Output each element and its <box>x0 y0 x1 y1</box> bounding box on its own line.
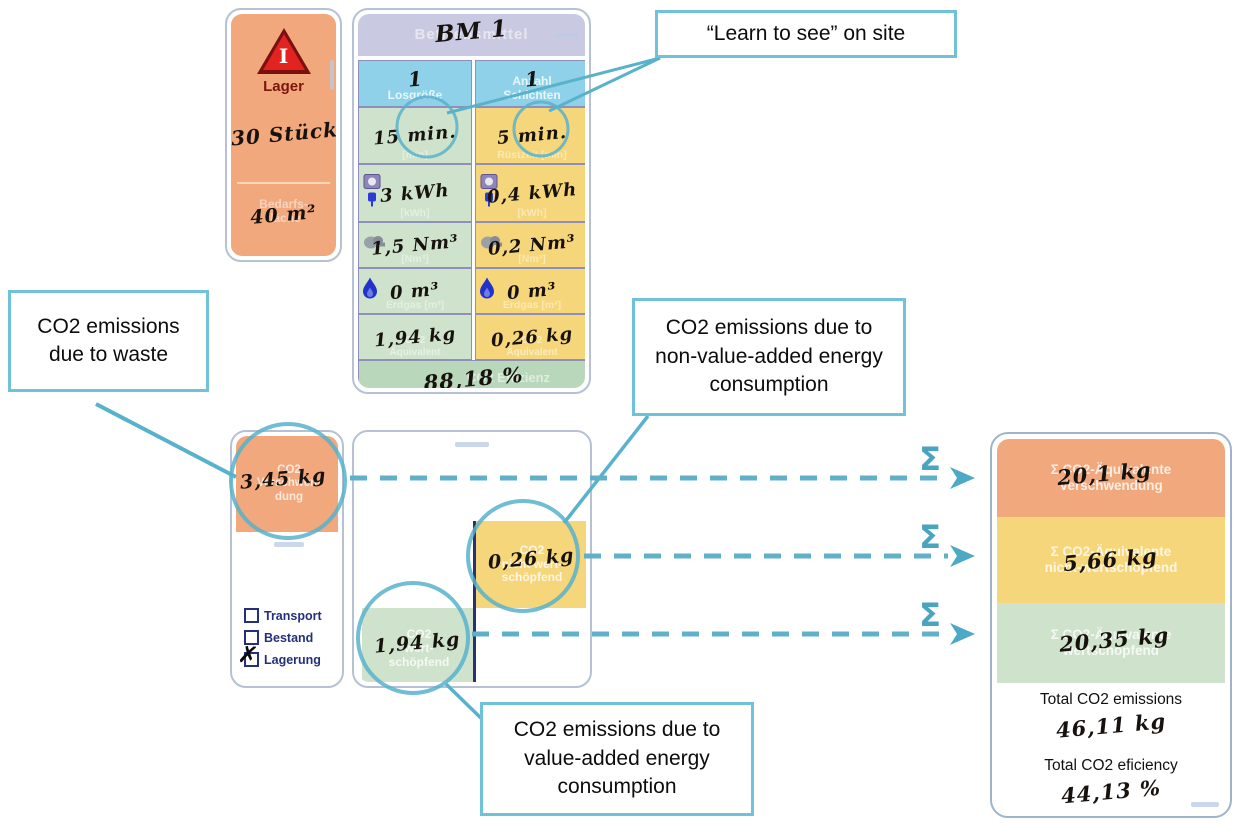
gas-nva-value: 0 m³ <box>506 278 558 304</box>
callout-non-value-added: CO2 emissions due to non-value-added ene… <box>632 298 906 416</box>
co2-efficiency-value: 88,18 % <box>422 361 525 388</box>
transport-label: Transport <box>264 608 322 623</box>
total-emissions-label: Total CO2 emissions <box>1039 691 1183 708</box>
electricity-unit-label: [kWh] <box>517 206 547 219</box>
co2-equivalent-nva-cell: CO2 Äquivalent 0,26 kg <box>475 314 585 360</box>
gas-unit-label: Erdgas [m³] <box>502 298 562 311</box>
compressed-air-nva-cell: [Nm³] 0,2 Nm³ <box>475 222 585 268</box>
air-unit-label: [Nm³] <box>518 252 546 265</box>
compressed-air-icon <box>479 234 503 257</box>
compressed-air-icon <box>362 234 386 257</box>
sigma-symbol: Σ <box>919 596 941 634</box>
total-efficiency-label: Total CO2 eficiency <box>1044 757 1178 774</box>
divider-line <box>473 521 476 682</box>
gas-unit-label: Erdgas [m³] <box>385 298 445 311</box>
bestand-checkbox[interactable] <box>244 630 259 645</box>
electricity-va-cell: [kWh] 3 kWh <box>358 164 472 222</box>
divider <box>237 182 330 184</box>
gas-flame-icon <box>362 277 378 306</box>
arrowhead-icon <box>950 467 975 489</box>
callout-value-added-text: CO2 emissions due to value-added energy … <box>513 718 721 799</box>
summary-waste-section: Σ CO2-Äquivalente Verschwendung <box>997 439 1225 517</box>
co2-equivalent-label: CO2 Äquivalent <box>389 335 441 358</box>
callout-learn-to-see-text: “Learn to see” on site <box>706 21 906 45</box>
co2-equivalent-va-cell: CO2 Äquivalent 1,94 kg <box>358 314 472 360</box>
callout-waste-text: CO2 emissions due to waste <box>37 314 180 366</box>
machine-card-header <box>358 14 585 56</box>
setup-time-value: 5 min. <box>496 121 568 150</box>
electricity-unit-label: [kWh] <box>400 206 430 219</box>
machine-data-card: Betriebsmittel BM 1 Losgröße 1 Anzahl Sc… <box>352 8 591 394</box>
waste-checkbox-group: Transport Bestand Lagerung ✗ <box>236 608 322 674</box>
brand-logo <box>556 33 578 37</box>
shift-count-cell: Anzahl Schichten 1 <box>475 60 585 107</box>
compressed-air-va-cell: [Nm³] 1,5 Nm³ <box>358 222 472 268</box>
handwritten-check-mark: ✗ <box>236 639 260 671</box>
brand-logo <box>1191 802 1219 807</box>
co2-equivalent-label: CO2 Äquivalent <box>506 335 558 358</box>
machine-card-title: Betriebsmittel <box>414 26 529 43</box>
summary-va-label: Σ CO2-Äquivalente wertschöpfend <box>1050 627 1172 658</box>
callout-waste: CO2 emissions due to waste <box>8 290 209 392</box>
lagerung-label: Lagerung <box>264 652 321 667</box>
brand-logo <box>455 442 489 447</box>
sigma-symbol: Σ <box>919 518 941 556</box>
gas-va-value: 0 m³ <box>389 278 441 304</box>
callout-non-value-added-text: CO2 emissions due to non-value-added ene… <box>655 316 883 397</box>
electricity-icon <box>479 174 499 213</box>
summary-waste-label: Σ CO2-Äquivalente Verschwendung <box>1050 462 1172 493</box>
gas-nva-cell: Erdgas [m³] 0 m³ <box>475 268 585 314</box>
connector-line <box>95 402 237 479</box>
inventory-stock-value: 30 Stück <box>231 117 336 151</box>
bestand-label: Bestand <box>264 630 314 645</box>
inventory-area-label: Bedarfs- fläche <box>259 197 308 225</box>
arrowhead-icon <box>950 623 975 645</box>
co2-efficiency-cell: CO2 Effizienz 88,18 % <box>358 360 585 388</box>
checkbox-row-transport[interactable]: Transport <box>244 608 322 623</box>
energy-flow-card: CO2 nicht wert- schöpfend CO2 wert- schö… <box>352 430 592 688</box>
warning-triangle-icon-fill <box>262 34 305 70</box>
shift-count-value: 1 <box>523 65 541 92</box>
arrowhead-icon <box>950 545 975 567</box>
electricity-nva-value: 0,4 kWh <box>486 178 578 208</box>
transport-checkbox[interactable] <box>244 608 259 623</box>
gas-va-cell: Erdgas [m³] 0 m³ <box>358 268 472 314</box>
electricity-va-value: 3 kWh <box>379 179 451 207</box>
callout-learn-to-see: “Learn to see” on site <box>655 10 957 58</box>
summary-va-section: Σ CO2-Äquivalente wertschöpfend <box>997 603 1225 683</box>
callout-value-added: CO2 emissions due to value-added energy … <box>480 702 754 816</box>
lot-size-label: Losgröße <box>387 88 443 103</box>
setup-time-label: Rüstzeit [min] <box>497 148 567 161</box>
processing-time-cell: [min] 15 min. <box>358 107 472 164</box>
air-unit-label: [Nm³] <box>401 252 429 265</box>
summary-nva-section: Σ CO2-Äquivalente nicht-wertschöpfend <box>997 517 1225 603</box>
inventory-label: Lager <box>263 78 304 95</box>
co2-summary-card: Σ CO2-Äquivalente Verschwendung Σ CO2-Äq… <box>990 432 1232 818</box>
lagerung-checkbox[interactable] <box>244 652 259 667</box>
brand-logo <box>330 60 334 90</box>
inventory-symbol: I <box>278 44 289 68</box>
lot-size-value: 1 <box>406 65 424 92</box>
sigma-symbol: Σ <box>919 440 941 478</box>
inventory-card: I Lager 30 Stück Bedarfs- fläche 40 m² <box>225 8 342 262</box>
brand-logo <box>274 542 304 547</box>
processing-time-label: [min] <box>402 148 428 161</box>
setup-time-cell: Rüstzeit [min] 5 min. <box>475 107 585 164</box>
waste-card: CO2 Verschwen- dung 3,45 kg Transport Be… <box>230 430 344 688</box>
processing-time-value: 15 min. <box>372 121 458 150</box>
summary-nva-label: Σ CO2-Äquivalente nicht-wertschöpfend <box>1044 544 1178 575</box>
checkbox-row-bestand[interactable]: Bestand <box>244 630 322 645</box>
total-emissions-value: 46,11 kg <box>1054 708 1168 743</box>
checkbox-row-lagerung[interactable]: Lagerung ✗ <box>236 640 322 671</box>
lot-size-cell: Losgröße 1 <box>358 60 472 107</box>
electricity-icon <box>362 174 382 213</box>
electricity-nva-cell: [kWh] 0,4 kWh <box>475 164 585 222</box>
co2-efficiency-label: CO2 Effizienz <box>466 369 551 385</box>
gas-flame-icon <box>479 277 495 306</box>
